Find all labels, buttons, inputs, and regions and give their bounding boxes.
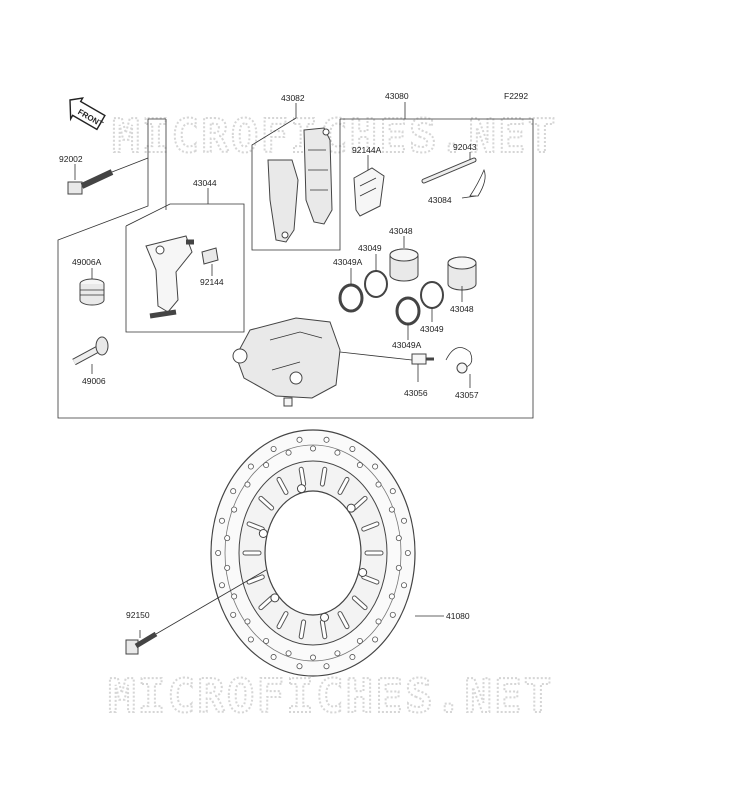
- cap-43057: [445, 347, 473, 374]
- label-49006A: 49006A: [72, 257, 102, 267]
- pin-92043: [421, 157, 486, 197]
- label-92002: 92002: [59, 154, 83, 164]
- label-43044: 43044: [193, 178, 217, 188]
- bolt-92150-leader: [155, 569, 267, 635]
- bolt-92150: [125, 631, 158, 655]
- watermark-bottom: MICROFICHES.NET: [108, 669, 553, 723]
- bolt-92002: [67, 169, 114, 195]
- label-92144A: 92144A: [352, 145, 382, 155]
- seal-rings: [338, 270, 444, 326]
- label-43049A-a: 43049A: [333, 257, 363, 267]
- bleeder-valve-43056: [411, 353, 434, 365]
- label-43049-b: 43049: [420, 324, 444, 334]
- clip-92144: [201, 247, 219, 265]
- brake-disc: [210, 429, 416, 677]
- bracket-box: [125, 203, 245, 333]
- label-92150: 92150: [126, 610, 150, 620]
- label-43082: 43082: [281, 93, 305, 103]
- label-43084: 43084: [428, 195, 452, 205]
- label-92144: 92144: [200, 277, 224, 287]
- caliper-body: [232, 317, 341, 407]
- label-43049A-b: 43049A: [392, 340, 422, 350]
- label-41080: 41080: [446, 611, 470, 621]
- caliper-leader: [339, 351, 413, 361]
- disc-ventilation-holes: [215, 436, 411, 670]
- caliper-assembly-box: [57, 118, 534, 419]
- caliper-bracket: [145, 235, 194, 319]
- brake-pads: [267, 127, 333, 243]
- figure-code: F2292: [504, 91, 528, 101]
- label-43080: 43080: [385, 91, 409, 101]
- watermark-top: MICROFICHES.NET: [112, 109, 557, 163]
- piston-43048-a: [389, 248, 419, 282]
- label-49006: 49006: [82, 376, 106, 386]
- piston-43048-b: [447, 256, 477, 291]
- label-43048-a: 43048: [389, 226, 413, 236]
- label-43049-a: 43049: [358, 243, 382, 253]
- bolt-92002-leader: [111, 157, 149, 173]
- label-43057: 43057: [455, 390, 479, 400]
- label-92043: 92043: [453, 142, 477, 152]
- disc-slots: [242, 466, 384, 640]
- boot-49006A: [79, 278, 105, 306]
- pin-49006: [72, 336, 109, 366]
- label-43056: 43056: [404, 388, 428, 398]
- spring-clip-92144A: [353, 167, 385, 217]
- label-43048-b: 43048: [450, 304, 474, 314]
- front-arrow-icon: FRONT: [69, 97, 106, 131]
- leader-43084: [461, 195, 477, 199]
- pad-box: [251, 117, 341, 251]
